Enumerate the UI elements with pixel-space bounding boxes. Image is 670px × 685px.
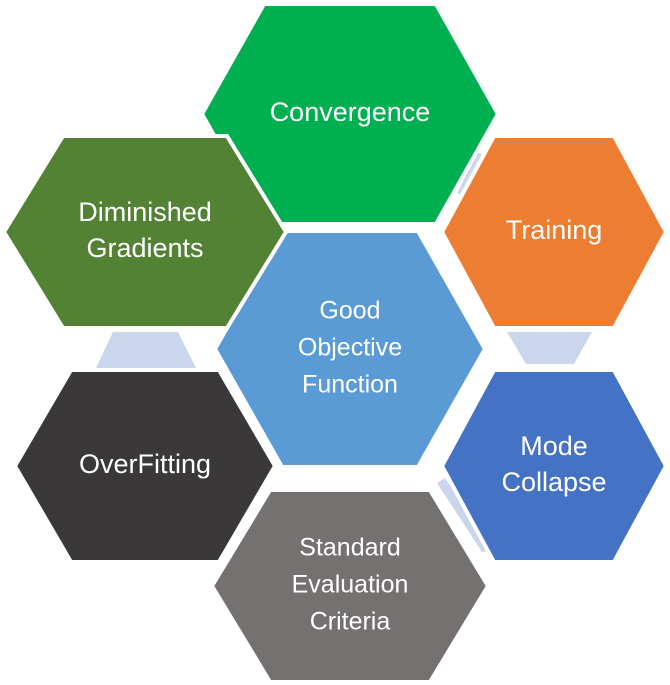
- hexagon-training: Training: [439, 134, 669, 330]
- hexagon-shape-training: [439, 134, 669, 330]
- hexagon-shape-diminished-gradients: [1, 134, 289, 330]
- hexagon-convergence: Convergence: [199, 2, 501, 226]
- connector-training-mode-collapse: [507, 332, 592, 364]
- hexagon-shape-mode-collapse: [439, 368, 669, 564]
- connector-diminished-overfitting: [96, 332, 196, 368]
- hexagon-label-center-line-1: Good: [319, 297, 380, 325]
- hexagon-label-standard-evaluation-criteria-line-1: Standard: [299, 534, 400, 562]
- hexagon-label-convergence-line-1: Convergence: [270, 97, 431, 127]
- hexagon-overfitting: OverFitting: [12, 368, 278, 564]
- hexagon-label-diminished-gradients-line-1: Diminished: [78, 197, 212, 227]
- hexagon-shape-standard-evaluation-criteria: [209, 488, 491, 684]
- hexagon-label-standard-evaluation-criteria-line-3: Criteria: [310, 608, 391, 636]
- hexagon-label-standard-evaluation-criteria-line-2: Evaluation: [292, 571, 409, 599]
- hexagon-shape-overfitting: [12, 368, 278, 564]
- hexagon-label-center-line-3: Function: [302, 371, 398, 399]
- hexagon-label-mode-collapse-line-2: Collapse: [501, 467, 606, 497]
- hexagon-label-overfitting-line-1: OverFitting: [79, 449, 211, 479]
- hexagon-label-center-line-2: Objective: [298, 334, 402, 362]
- hexagon-label-mode-collapse-line-1: Mode: [520, 431, 588, 461]
- hexagon-label-diminished-gradients-line-2: Gradients: [86, 233, 203, 263]
- hexagon-label-training-line-1: Training: [506, 215, 603, 245]
